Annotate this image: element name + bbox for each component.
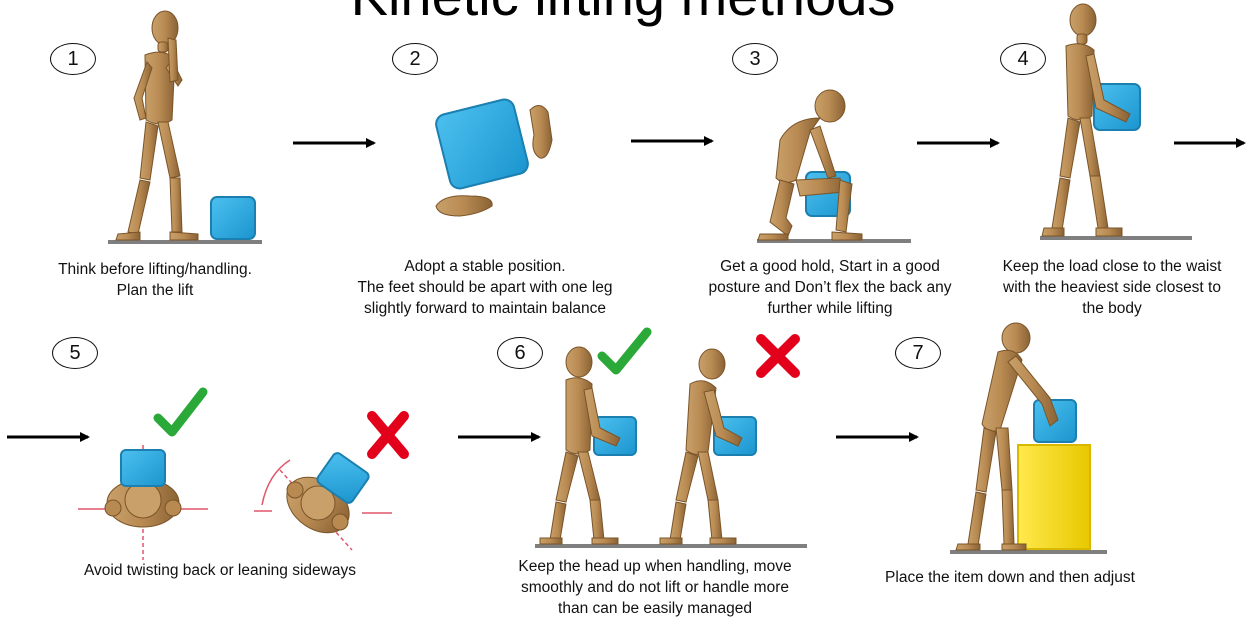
blue-box-icon: [121, 450, 165, 486]
cross-mark-icon: [761, 339, 795, 373]
wooden-mannequin-figure: [758, 90, 862, 240]
wooden-mannequin-figure: [116, 11, 198, 240]
check-mark-icon: [602, 332, 647, 370]
blue-box-icon: [434, 97, 530, 190]
top-view-figure-correct: [78, 445, 208, 560]
blue-box-icon: [211, 197, 255, 239]
yellow-crate: [1018, 445, 1090, 549]
top-view-figure-wrong: [254, 451, 392, 550]
cross-mark-icon: [372, 416, 404, 454]
check-mark-icon: [158, 392, 203, 432]
